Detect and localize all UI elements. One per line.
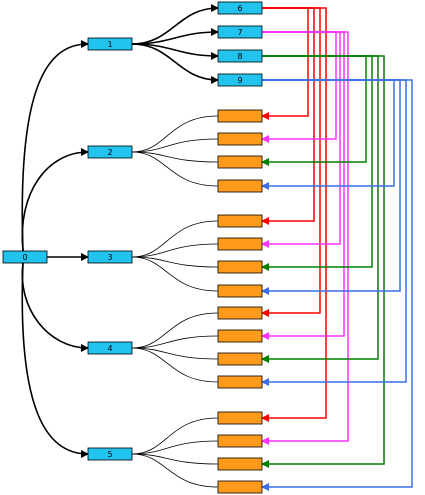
fan-edge-5-3 (131, 453, 219, 488)
orange-node-4-2-box (217, 352, 263, 366)
orange-node-3-1[interactable] (217, 237, 263, 251)
feedback-line-9-to-group-5 (261, 79, 413, 491)
orange-node-3-1-box (217, 237, 263, 251)
orange-node-3-0[interactable] (217, 214, 263, 228)
node-3-label: 3 (107, 253, 112, 262)
node-9[interactable]: 9 (217, 73, 263, 87)
node-root-box (2, 250, 48, 264)
fan-edge-4-1 (131, 335, 219, 349)
fan-edge-4-3 (131, 347, 219, 383)
orange-node-2-3-box (217, 179, 263, 193)
feedback-line-6-to-group-5 (261, 7, 327, 422)
orange-node-4-3-box (217, 375, 263, 389)
orange-node-4-1[interactable] (217, 329, 263, 343)
orange-node-2-1-box (217, 132, 263, 146)
node-1[interactable]: 1 (87, 37, 133, 51)
orange-node-3-0-box (217, 214, 263, 228)
fan-edge-2-1 (131, 138, 219, 153)
edge-1-9 (131, 43, 219, 84)
edge-1-6 (131, 4, 219, 45)
node-4-label: 4 (107, 344, 112, 353)
orange-node-5-1[interactable] (217, 434, 263, 448)
feedback-line-6-to-group-2 (261, 7, 309, 120)
node-5-label: 5 (107, 450, 112, 459)
orange-node-2-2-box (217, 155, 263, 169)
orange-node-3-3-box (217, 284, 263, 298)
node-2[interactable]: 2 (87, 145, 133, 159)
node-3[interactable]: 3 (87, 250, 133, 264)
node-9-label: 9 (237, 76, 242, 85)
node-9-box (217, 73, 263, 87)
fan-edge-5-0 (131, 417, 219, 455)
node-3-box (87, 250, 133, 264)
node-5[interactable]: 5 (87, 447, 133, 461)
node-1-label: 1 (107, 40, 112, 49)
orange-node-2-0[interactable] (217, 109, 263, 123)
fan-edge-5-1 (131, 440, 219, 455)
node-6-label: 6 (237, 4, 242, 13)
fan-edge-4-2 (131, 347, 219, 360)
fan-edge-3-3 (131, 256, 219, 292)
orange-node-5-0[interactable] (217, 411, 263, 425)
node-6[interactable]: 6 (217, 1, 263, 15)
edge-0-5 (21, 262, 89, 458)
node-8[interactable]: 8 (217, 49, 263, 63)
edge-0-1 (21, 40, 89, 252)
edges-layer (21, 4, 219, 488)
fan-edge-3-2 (131, 256, 219, 268)
node-2-label: 2 (107, 148, 112, 157)
orange-node-5-0-box (217, 411, 263, 425)
feedback-line-7-to-group-3 (261, 31, 341, 248)
orange-node-3-2-box (217, 260, 263, 274)
orange-node-3-2[interactable] (217, 260, 263, 274)
node-root[interactable]: 0 (2, 250, 48, 264)
node-root-label: 0 (22, 253, 27, 262)
orange-node-4-0-box (217, 306, 263, 320)
fan-edge-5-2 (131, 453, 219, 465)
orange-node-5-2[interactable] (217, 457, 263, 471)
feedback-lines-layer (261, 7, 413, 491)
feedback-line-7-to-group-5 (261, 31, 349, 445)
fan-edge-3-1 (131, 243, 219, 258)
node-6-box (217, 1, 263, 15)
orange-node-5-3[interactable] (217, 480, 263, 494)
orange-node-4-1-box (217, 329, 263, 343)
orange-node-3-3[interactable] (217, 284, 263, 298)
node-4[interactable]: 4 (87, 341, 133, 355)
node-7[interactable]: 7 (217, 25, 263, 39)
orange-node-2-2[interactable] (217, 155, 263, 169)
orange-node-4-3[interactable] (217, 375, 263, 389)
node-8-label: 8 (237, 52, 242, 61)
orange-node-4-0[interactable] (217, 306, 263, 320)
node-4-box (87, 341, 133, 355)
node-5-box (87, 447, 133, 461)
orange-node-5-3-box (217, 480, 263, 494)
feedback-line-8-to-group-5 (261, 55, 385, 468)
fan-edge-3-0 (131, 220, 219, 258)
fan-edge-2-2 (131, 151, 219, 163)
fan-edge-2-3 (131, 151, 219, 187)
orange-node-4-2[interactable] (217, 352, 263, 366)
orange-node-5-1-box (217, 434, 263, 448)
node-7-label: 7 (237, 28, 242, 37)
orange-node-2-1[interactable] (217, 132, 263, 146)
feedback-line-7-to-group-2 (261, 31, 337, 143)
node-2-box (87, 145, 133, 159)
node-1-box (87, 37, 133, 51)
nodes-layer: 0 1 2 3 4 5 6 7 8 9 (2, 1, 263, 494)
edge-0-2 (21, 148, 89, 252)
orange-node-5-2-box (217, 457, 263, 471)
fan-edge-4-0 (131, 312, 219, 349)
node-8-box (217, 49, 263, 63)
orange-node-2-0-box (217, 109, 263, 123)
orange-node-2-3[interactable] (217, 179, 263, 193)
feedback-line-6-to-group-3 (261, 7, 315, 225)
feedback-line-9-to-group-2 (261, 79, 395, 190)
fan-edge-2-0 (131, 115, 219, 153)
edge-0-4 (21, 262, 89, 352)
node-7-box (217, 25, 263, 39)
